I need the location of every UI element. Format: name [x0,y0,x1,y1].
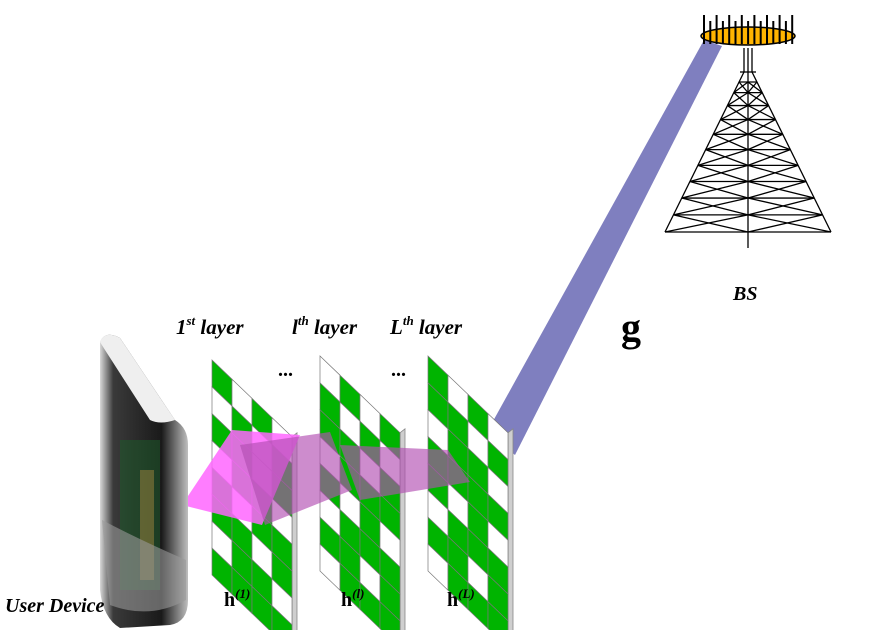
h-sup: (L) [458,586,475,601]
bs-label: BS [732,283,757,305]
layer-index: l [292,315,298,339]
layer-sup: th [298,313,309,328]
h-base: h [341,589,352,611]
ris-layer-panel [319,355,406,630]
ellipsis-1: ... [278,359,293,381]
layer-index: L [389,315,403,339]
h-label-last: h(L) [447,586,475,611]
layer-word: layer [419,315,463,339]
meta-atom-cell [379,600,401,630]
inter-layer-beams [182,430,470,525]
ris-layer-panel [427,355,514,630]
meta-atom-cell [487,600,509,630]
h-label-first: h(1) [224,586,250,611]
layer-title-lth: lth layer [292,313,358,339]
h-base: h [224,589,235,611]
meta-atom-cell [271,604,293,630]
ellipsis-2: ... [391,359,406,381]
panel-edge [507,427,514,630]
layer-word: layer [200,315,244,339]
h-base: h [447,589,458,611]
h-label-lth: h(l) [341,586,364,611]
channel-label: g [621,305,641,350]
meta-atom-cell [251,585,273,630]
layer-sup: th [403,313,414,328]
layer-title-first: 1st layer [176,313,244,339]
bs-beam [487,40,722,455]
layer-sup: st [186,313,196,328]
layer-index: 1 [176,315,187,339]
h-sup: (1) [235,586,250,601]
user-device-icon [100,334,188,628]
layer-title-last: Lth layer [389,313,463,339]
layer-beam-1 [240,432,352,525]
h-sup: (l) [352,586,364,601]
layer-word: layer [314,315,358,339]
base-station-tower-icon [664,15,832,248]
layer-beam-2 [340,445,470,500]
user-device-label: User Device [5,595,105,617]
